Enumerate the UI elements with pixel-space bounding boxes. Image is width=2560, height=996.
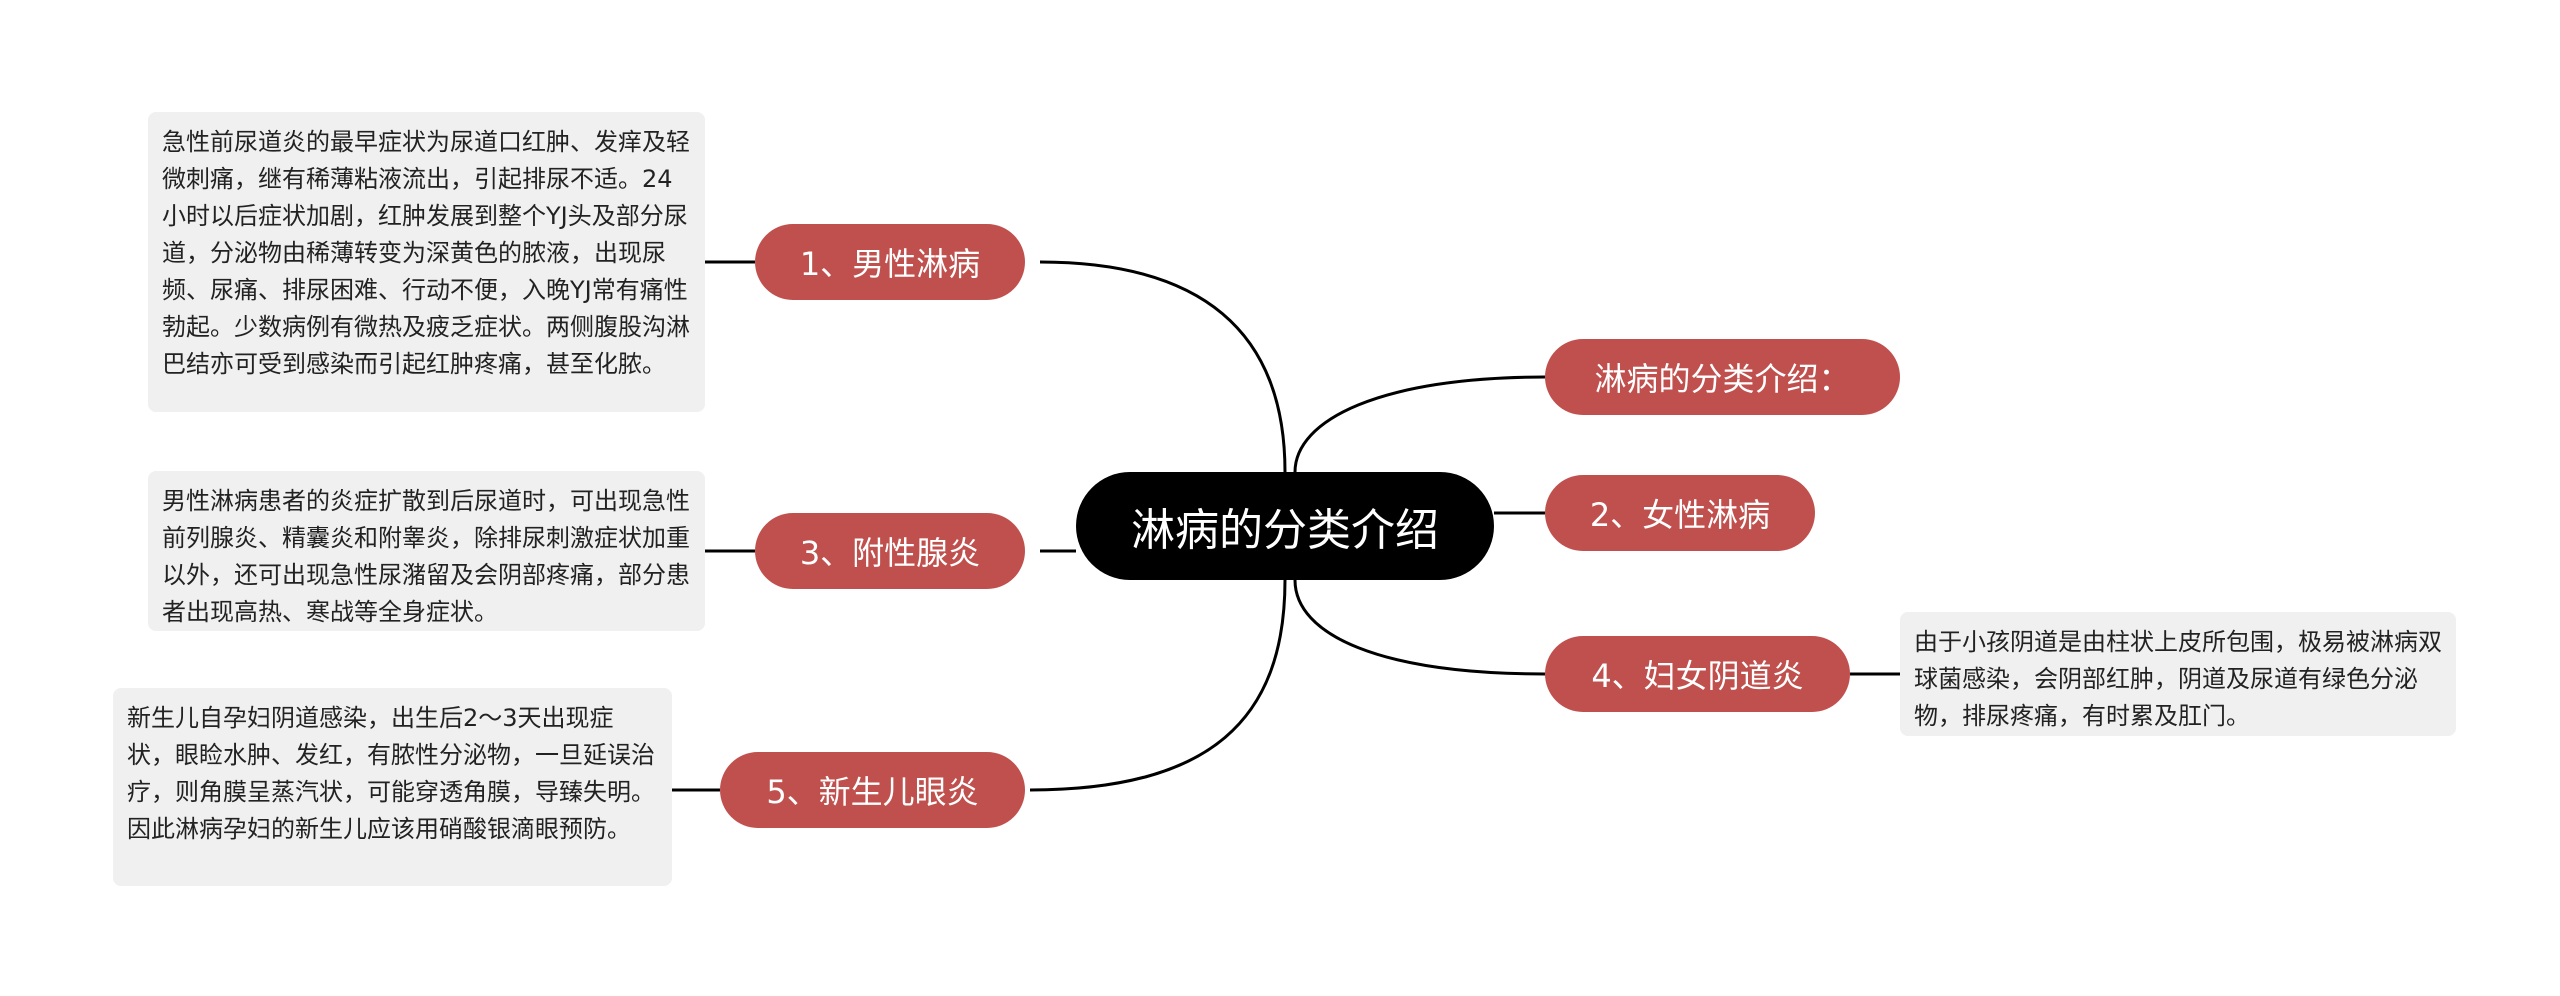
topic-adnexitis[interactable]: 3、附性腺炎 — [755, 513, 1025, 589]
topic-intro[interactable]: 淋病的分类介绍： — [1545, 339, 1900, 415]
topic-female-gonorrhea[interactable]: 2、女性淋病 — [1545, 475, 1815, 551]
topic-newborn-ophthalmia[interactable]: 5、新生儿眼炎 — [720, 752, 1025, 828]
connector-root-intro — [1293, 375, 1546, 473]
topic-male-gonorrhea[interactable]: 1、男性淋病 — [755, 224, 1025, 300]
note-newborn-ophthalmia: 新生儿自孕妇阴道感染，出生后2～3天出现症状，眼睑水肿、发红，有脓性分泌物，一旦… — [113, 688, 672, 886]
connector-root-male — [1039, 260, 1287, 473]
connector-root-vaginitis — [1293, 579, 1546, 676]
note-vaginitis: 由于小孩阴道是由柱状上皮所包围，极易被淋病双球菌感染，会阴部红肿，阴道及尿道有绿… — [1900, 612, 2456, 736]
connector-root-newborn — [1029, 579, 1287, 792]
note-male-gonorrhea: 急性前尿道炎的最早症状为尿道口红肿、发痒及轻微刺痛，继有稀薄粘液流出，引起排尿不… — [148, 112, 705, 412]
note-adnexitis: 男性淋病患者的炎症扩散到后尿道时，可出现急性前列腺炎、精囊炎和附睾炎，除排尿刺激… — [148, 471, 705, 631]
topic-vaginitis[interactable]: 4、妇女阴道炎 — [1545, 636, 1850, 712]
root-topic[interactable]: 淋病的分类介绍 — [1076, 472, 1494, 580]
